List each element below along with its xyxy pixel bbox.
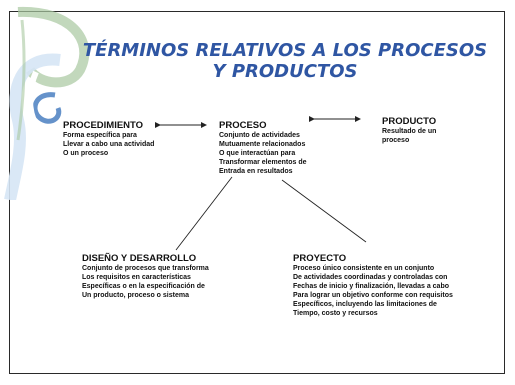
node-proyecto-line: Proceso único consistente en un conjunto: [293, 265, 435, 272]
node-proyecto-line: Para lograr un objetivo conforme con req…: [293, 292, 453, 299]
node-proceso-line: Mutuamente relacionados: [219, 141, 306, 148]
node-proyecto-line: Fechas de inicio y finalización, llevada…: [293, 283, 450, 290]
node-procedimiento-line: O un proceso: [63, 150, 109, 157]
node-proyecto-line: Tiempo, costo y recursos: [293, 310, 378, 317]
node-procedimiento-heading: PROCEDIMIENTO: [63, 120, 144, 131]
node-producto: PRODUCTO Resultado de un proceso: [382, 116, 436, 145]
node-proceso-line: Transformar elementos de: [219, 159, 307, 166]
node-procedimiento: PROCEDIMIENTO Forma específica para Llev…: [63, 120, 154, 158]
node-diseno-heading: DISEÑO Y DESARROLLO: [82, 253, 197, 264]
node-producto-heading: PRODUCTO: [382, 116, 437, 127]
slide-title: TÉRMINOS RELATIVOS A LOS PROCESOS Y PROD…: [82, 40, 488, 82]
node-diseno-line: Conjunto de procesos que transforma: [82, 265, 209, 272]
node-diseno-line: Un producto, proceso o sistema: [82, 292, 189, 299]
node-proyecto: PROYECTO Proceso único consistente en un…: [293, 253, 453, 318]
node-proyecto-heading: PROYECTO: [293, 253, 347, 264]
node-producto-line: proceso: [382, 137, 410, 144]
node-proyecto-line: Específicos, incluyendo las limitaciones…: [293, 301, 437, 308]
node-diseno-line: Los requisitos en características: [82, 274, 191, 281]
node-diseno-desarrollo: DISEÑO Y DESARROLLO Conjunto de procesos…: [82, 253, 209, 300]
node-producto-line: Resultado de un: [382, 128, 437, 135]
node-proceso-line: O que interactúan para: [219, 150, 296, 157]
node-proceso-line: Conjunto de actividades: [219, 132, 300, 139]
swirl-decoration-icon: [4, 6, 90, 200]
node-proceso-heading: PROCESO: [219, 120, 267, 131]
node-diseno-line: Específicas o en la especificación de: [82, 283, 205, 290]
node-proyecto-line: De actividades coordinadas y controladas…: [293, 274, 448, 281]
node-procedimiento-line: Llevar a cabo una actividad: [63, 141, 155, 148]
node-proceso-line: Entrada en resultados: [219, 168, 293, 175]
node-procedimiento-line: Forma específica para: [63, 132, 137, 139]
node-proceso: PROCESO Conjunto de actividades Mutuamen…: [219, 120, 307, 176]
